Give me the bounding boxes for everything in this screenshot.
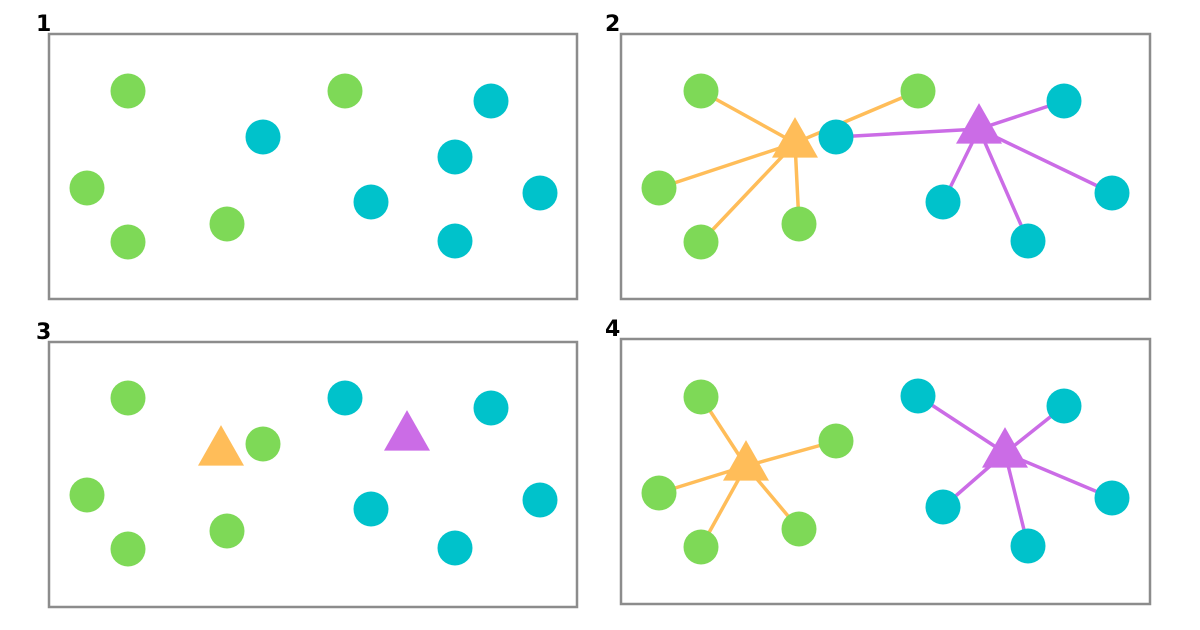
data-point-green bbox=[209, 513, 245, 549]
panel-label: 2 bbox=[605, 12, 620, 37]
data-point-green bbox=[69, 170, 105, 206]
data-point-teal bbox=[818, 119, 854, 155]
data-point-green bbox=[641, 475, 677, 511]
data-point-teal bbox=[353, 184, 389, 220]
assignment-link bbox=[793, 89, 920, 145]
panel-label: 4 bbox=[605, 317, 620, 342]
data-point-green bbox=[245, 426, 281, 462]
data-point-green bbox=[110, 380, 146, 416]
data-point-green bbox=[781, 511, 817, 547]
data-point-green bbox=[209, 206, 245, 242]
data-point-green bbox=[683, 379, 719, 415]
centroid-orange bbox=[723, 440, 769, 481]
data-point-green bbox=[781, 206, 817, 242]
data-point-green bbox=[683, 529, 719, 565]
panel-1: 1 bbox=[36, 12, 579, 301]
panel-frame bbox=[47, 340, 579, 609]
data-point-teal bbox=[473, 390, 509, 426]
panel-frame bbox=[47, 32, 579, 301]
panels: 1 2 3 4 bbox=[36, 12, 1152, 609]
data-point-green bbox=[327, 73, 363, 109]
data-point-green bbox=[683, 73, 719, 109]
data-point-green bbox=[110, 531, 146, 567]
data-point-teal bbox=[353, 491, 389, 527]
data-point-teal bbox=[1094, 480, 1130, 516]
data-point-green bbox=[900, 73, 936, 109]
data-point-teal bbox=[437, 530, 473, 566]
data-point-teal bbox=[1010, 223, 1046, 259]
data-point-teal bbox=[1094, 175, 1130, 211]
data-point-teal bbox=[473, 83, 509, 119]
data-point-teal bbox=[522, 482, 558, 518]
data-point-green bbox=[818, 423, 854, 459]
data-point-teal bbox=[1046, 388, 1082, 424]
data-point-green bbox=[683, 224, 719, 260]
data-point-teal bbox=[925, 489, 961, 525]
assignment-link bbox=[699, 89, 797, 145]
data-point-teal bbox=[1046, 83, 1082, 119]
data-point-teal bbox=[900, 378, 936, 414]
data-point-teal bbox=[327, 380, 363, 416]
panel-label: 3 bbox=[36, 320, 51, 345]
data-point-teal bbox=[522, 175, 558, 211]
assignment-link bbox=[657, 141, 797, 190]
centroid-purple bbox=[956, 103, 1002, 144]
assignment-link bbox=[977, 127, 1030, 243]
panel-3: 3 bbox=[36, 320, 579, 609]
data-point-teal bbox=[1010, 528, 1046, 564]
data-point-green bbox=[110, 73, 146, 109]
centroid-orange bbox=[198, 425, 244, 466]
data-point-teal bbox=[925, 184, 961, 220]
assignment-link bbox=[834, 127, 981, 139]
data-point-green bbox=[641, 170, 677, 206]
data-point-teal bbox=[437, 139, 473, 175]
centroid-orange bbox=[772, 117, 818, 158]
data-point-teal bbox=[437, 223, 473, 259]
assignment-link bbox=[977, 127, 1114, 195]
assignment-link bbox=[699, 141, 797, 244]
centroid-purple bbox=[384, 410, 430, 451]
data-point-green bbox=[69, 477, 105, 513]
panel-2: 2 bbox=[605, 12, 1152, 301]
data-point-green bbox=[110, 224, 146, 260]
panel-frame bbox=[619, 32, 1152, 301]
centroid-purple bbox=[982, 427, 1028, 468]
panel-frame bbox=[619, 337, 1152, 606]
panel-label: 1 bbox=[36, 12, 51, 37]
panel-4: 4 bbox=[605, 317, 1152, 606]
data-point-teal bbox=[245, 119, 281, 155]
